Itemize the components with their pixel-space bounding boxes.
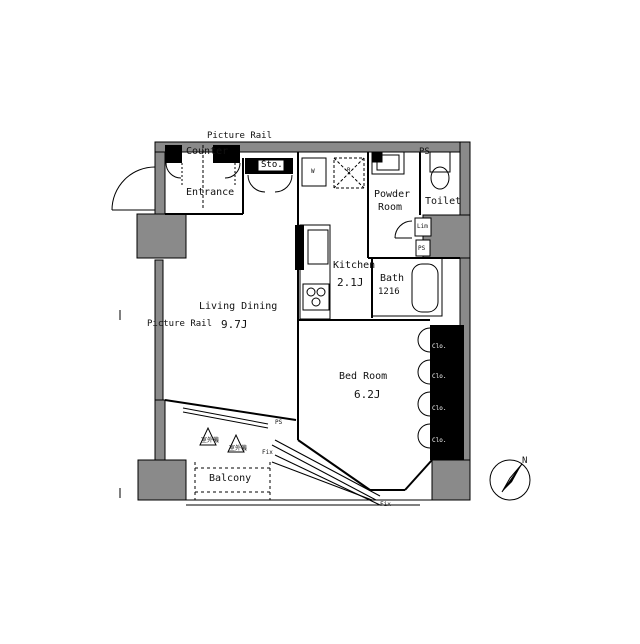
kitchen-label: Kitchen xyxy=(333,260,376,271)
wall-left-living xyxy=(154,259,164,411)
window-frames xyxy=(182,407,381,501)
washer-label: W xyxy=(311,168,315,175)
fix-label-1: Fix xyxy=(262,449,273,456)
living-dining-size-label: 9.7J xyxy=(221,318,248,331)
entrance-door xyxy=(111,166,156,211)
storage-label: Sto. xyxy=(261,160,283,170)
bath-size-label: 1216 xyxy=(378,287,400,297)
closet-label-2: Clo. xyxy=(432,373,447,380)
compass-icon xyxy=(489,459,531,501)
kitchen-counter xyxy=(295,224,331,320)
compass-north-label: N xyxy=(522,456,528,466)
bathtub xyxy=(371,257,443,317)
appliance-spaces xyxy=(301,157,365,189)
fridge-label: R xyxy=(347,167,351,174)
bedroom-wall xyxy=(297,439,433,491)
wall-left-lower xyxy=(154,399,166,461)
exterior-walls xyxy=(154,141,471,501)
closet-label-3: Clo. xyxy=(432,405,447,412)
fix-label-2: Fix xyxy=(380,501,391,508)
powder-room-label-line1: Powder xyxy=(374,189,411,200)
storage-elements xyxy=(165,145,293,210)
outdoor-unit-label-2: 室外機 xyxy=(229,445,248,452)
closet-label-1: Clo. xyxy=(432,343,447,350)
bed-room-label: Bed Room xyxy=(339,371,388,382)
entrance-label: Entrance xyxy=(186,187,235,198)
picture-rail-top-label: Picture Rail xyxy=(207,131,273,141)
wall-left-top xyxy=(154,141,166,216)
bed-room-size-label: 6.2J xyxy=(354,388,381,401)
outdoor-unit-label-1: 室外機 xyxy=(201,437,220,444)
pipe-space-balcony-label: PS xyxy=(275,419,283,426)
picture-rail-left-label: Picture Rail xyxy=(147,319,213,329)
living-dining-label: Living Dining xyxy=(199,301,278,312)
balcony-label: Balcony xyxy=(209,473,252,484)
balcony-area xyxy=(185,426,432,506)
pipe-space-label: PS xyxy=(418,245,426,252)
closet-label-4: Clo. xyxy=(432,437,447,444)
pipe-space-top-label: PS xyxy=(419,147,430,157)
kitchen-size-label: 2.1J xyxy=(337,276,364,289)
column-left xyxy=(136,213,187,259)
column-bottom-left xyxy=(137,459,187,501)
counter-label: Counter xyxy=(186,146,229,157)
powder-room-label-line2: Room xyxy=(378,202,403,213)
lim-label: Lim xyxy=(417,223,428,230)
closets xyxy=(417,325,464,460)
bath-label: Bath xyxy=(380,273,405,284)
column-bottom-right xyxy=(431,459,471,501)
sanitary-fixtures xyxy=(371,151,451,257)
toilet-label: Toilet xyxy=(425,196,462,207)
